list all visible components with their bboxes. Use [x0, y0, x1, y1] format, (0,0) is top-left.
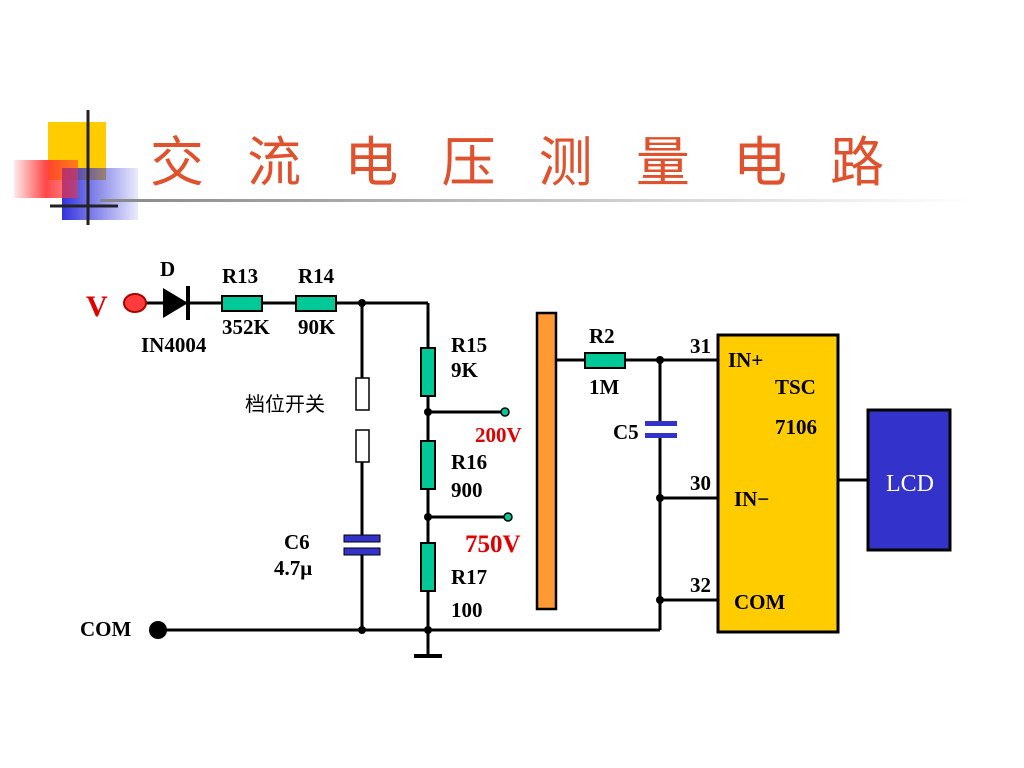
- r2-value: 1M: [589, 375, 620, 399]
- input-label: V: [86, 290, 108, 323]
- com-label: COM: [80, 617, 132, 641]
- resistor-r17: [420, 542, 436, 592]
- diode-name: D: [160, 257, 175, 281]
- r16-value: 900: [451, 478, 483, 502]
- range-label-200v: 200V: [475, 423, 522, 447]
- r14-value: 90K: [298, 315, 336, 339]
- switch-contact-upper: [355, 377, 370, 411]
- r17-value: 100: [451, 598, 483, 622]
- chip-pin-in-plus: IN+: [728, 348, 763, 372]
- selector-bar: [535, 311, 558, 611]
- chip-pin-in-minus: IN−: [734, 487, 769, 511]
- circuit-diagram: [145, 301, 868, 658]
- resistor-r15: [420, 347, 436, 397]
- r17-name: R17: [451, 565, 487, 589]
- switch-contact-lower: [355, 429, 370, 463]
- c6-name: C6: [284, 530, 310, 554]
- range-terminal-200v: [500, 407, 510, 417]
- resistor-r16: [420, 440, 436, 490]
- c5-name: C5: [613, 420, 639, 444]
- c6-value: 4.7μ: [274, 556, 312, 580]
- pin32-label: 32: [690, 573, 711, 597]
- resistor-r2: [584, 352, 626, 369]
- junction-dots: [358, 299, 664, 634]
- r13-name: R13: [222, 264, 258, 288]
- pin31-label: 31: [690, 334, 711, 358]
- diode-d: [163, 286, 190, 320]
- title-underline: [100, 199, 970, 202]
- capacitor-c6: [343, 534, 381, 556]
- lcd-label: LCD: [886, 471, 934, 497]
- corner-ornament: [14, 110, 138, 225]
- resistor-r13: [221, 295, 263, 312]
- capacitor-c5: [645, 421, 677, 438]
- switch-label: 档位开关: [245, 392, 325, 416]
- r16-name: R16: [451, 450, 487, 474]
- lcd-display: [866, 408, 952, 552]
- tsc7106-chip: [716, 333, 840, 634]
- chip-line2: 7106: [775, 415, 817, 439]
- resistor-r14: [295, 295, 337, 312]
- pin30-label: 30: [690, 471, 711, 495]
- slide-title: 交 流 电 压 测 量 电 路: [150, 131, 898, 194]
- r14-name: R14: [298, 264, 335, 288]
- chip-line1: TSC: [775, 375, 816, 399]
- r13-value: 352K: [222, 315, 271, 339]
- com-terminal: [149, 621, 167, 639]
- range-terminal-750v: [503, 512, 513, 522]
- chip-pin-com: COM: [734, 590, 786, 614]
- r2-name: R2: [589, 324, 615, 348]
- r15-name: R15: [451, 333, 487, 357]
- diode-part: IN4004: [141, 333, 207, 357]
- range-label-750v: 750V: [465, 531, 521, 558]
- input-terminal: [123, 293, 147, 313]
- r15-value: 9K: [451, 358, 479, 382]
